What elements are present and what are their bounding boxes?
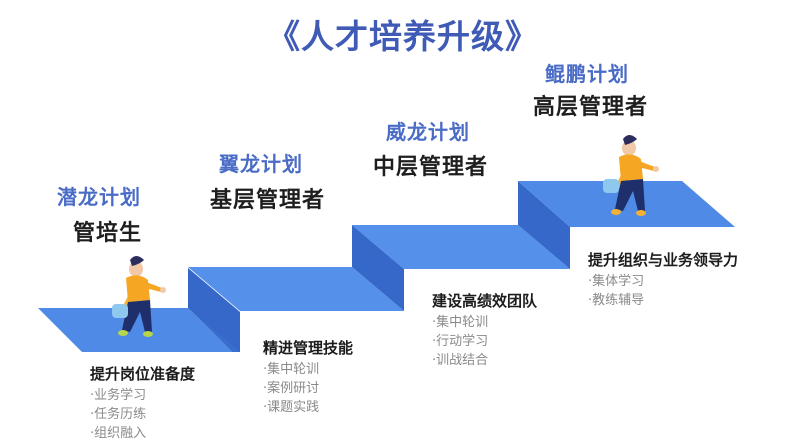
- stage-2-item: ·集中轮训: [263, 362, 320, 377]
- stage-3-details: 建设高绩效团队 ·集中轮训 ·行动学习 ·训战结合: [432, 290, 537, 370]
- stage-3-focus: 建设高绩效团队: [432, 292, 538, 310]
- stage-4-plan: 鲲鹏计划: [545, 62, 629, 86]
- stage-4-role: 高层管理者: [533, 95, 649, 120]
- stage-2-focus: 精进管理技能: [263, 339, 354, 357]
- diagram-title: 《人才培养升级》: [267, 17, 539, 56]
- stage-4-item: ·集体学习: [588, 274, 645, 289]
- stage-2-details: 精进管理技能 ·集中轮训 ·案例研讨 ·课题实践: [263, 337, 353, 417]
- stage-4-focus: 提升组织与业务领导力: [588, 251, 739, 269]
- stage-1-item: ·业务学习: [90, 388, 147, 403]
- stage-3-item: ·训战结合: [432, 353, 489, 368]
- stage-3-item: ·集中轮训: [432, 315, 489, 330]
- stage-1-role: 管培生: [73, 221, 143, 246]
- walking-person-icon: [603, 135, 659, 216]
- stage-1-item: ·组织融入: [90, 426, 147, 441]
- stage-1-item: ·任务历练: [90, 407, 147, 422]
- step-3-top: [352, 225, 570, 269]
- step-2-riser-face: [188, 268, 240, 352]
- walking-person-icon: [112, 256, 166, 337]
- stage-2-plan: 翼龙计划: [219, 152, 303, 176]
- stage-4-details: 提升组织与业务领导力 ·集体学习 ·教练辅导: [588, 249, 738, 310]
- stage-1-details: 提升岗位准备度 ·业务学习 ·任务历练 ·组织融入: [90, 363, 195, 443]
- stage-3-item: ·行动学习: [432, 334, 489, 349]
- stage-1-plan: 潜龙计划: [57, 185, 141, 209]
- stage-3-plan: 威龙计划: [386, 120, 470, 144]
- step-3-riser-face: [352, 225, 404, 311]
- stage-1-focus: 提升岗位准备度: [90, 365, 196, 383]
- stage-3-role: 中层管理者: [373, 155, 489, 180]
- step-1-top: [38, 308, 232, 352]
- stage-2-item: ·课题实践: [263, 400, 320, 415]
- stage-2-role: 基层管理者: [210, 188, 326, 213]
- step-4-riser-face: [518, 181, 570, 269]
- stage-4-item: ·教练辅导: [588, 293, 645, 308]
- stage-2-item: ·案例研讨: [263, 381, 320, 396]
- step-2-top: [188, 267, 404, 311]
